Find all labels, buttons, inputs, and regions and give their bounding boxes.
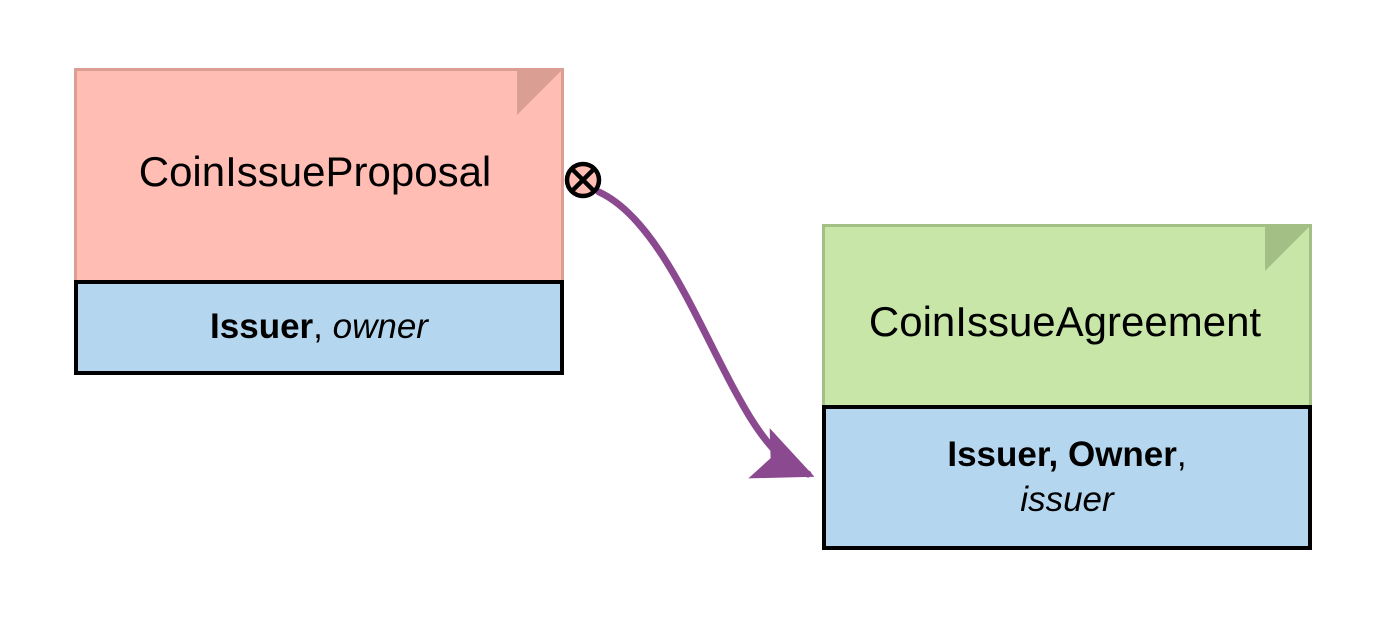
member-role-bold: Issuer, Owner xyxy=(947,434,1177,474)
member-separator: , xyxy=(313,307,333,347)
member-role-bold: Issuer xyxy=(210,307,314,347)
connector-proposal-to-agreement[interactable] xyxy=(595,188,815,479)
node-title-coin-issue-agreement: CoinIssueAgreement xyxy=(868,298,1262,346)
node-coin-issue-agreement[interactable]: CoinIssueAgreement Issuer, Owner, issuer xyxy=(822,224,1312,550)
member-role-italic: issuer xyxy=(1020,479,1114,519)
member-role-italic: owner xyxy=(332,307,428,347)
node-members-coin-issue-agreement: Issuer, Owner, issuer xyxy=(937,433,1196,523)
node-members-coin-issue-proposal: Issuer, owner xyxy=(200,305,438,350)
node-coin-issue-proposal[interactable]: CoinIssueProposal Issuer, owner xyxy=(74,68,564,375)
note-fold-corner-icon xyxy=(1265,227,1309,271)
node-header-coin-issue-proposal: CoinIssueProposal xyxy=(74,68,564,281)
node-title-coin-issue-proposal: CoinIssueProposal xyxy=(138,147,492,195)
note-fold-corner-icon xyxy=(517,71,561,115)
node-compartment-coin-issue-proposal: Issuer, owner xyxy=(74,280,564,375)
member-separator: , xyxy=(1176,434,1187,474)
node-header-coin-issue-agreement: CoinIssueAgreement xyxy=(822,224,1312,406)
circle-x-icon[interactable] xyxy=(563,160,603,200)
node-compartment-coin-issue-agreement: Issuer, Owner, issuer xyxy=(822,405,1312,550)
